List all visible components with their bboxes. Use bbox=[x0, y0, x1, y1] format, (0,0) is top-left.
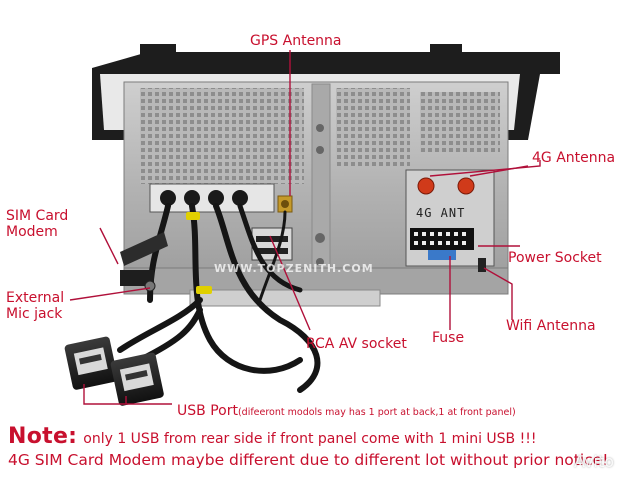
leader-usb-a bbox=[83, 384, 172, 405]
gps-connector bbox=[277, 195, 293, 213]
fuse-label: Fuse bbox=[432, 330, 465, 346]
usb-port-label: USB Port(difeeront modols may has 1 port… bbox=[177, 400, 516, 419]
leader-sim bbox=[99, 227, 119, 265]
gps-antenna-label: GPS Antenna bbox=[250, 33, 342, 49]
avito-watermark: Avito bbox=[574, 452, 614, 471]
wifi-antenna-label: Wifi Antenna bbox=[506, 318, 596, 334]
leader-wifi bbox=[483, 267, 513, 320]
leader-rca bbox=[269, 235, 311, 331]
usb-port-note: (difeeront modols may has 1 port at back… bbox=[237, 407, 516, 418]
sim-card-modem-label: SIM Card Modem bbox=[6, 208, 69, 240]
power-socket-label: Power Socket bbox=[508, 250, 602, 266]
usb-ports bbox=[64, 336, 164, 406]
usb-port-title: USB Port bbox=[177, 403, 238, 419]
brand-watermark: WWW.TOPZENITH.COM bbox=[214, 262, 374, 275]
leader-lines bbox=[69, 50, 541, 405]
external-mic-jack-label: External Mic jack bbox=[6, 290, 65, 322]
4g-antenna-label: 4G Antenna bbox=[532, 150, 616, 166]
note-line-1: only 1 USB from rear side if front panel… bbox=[83, 431, 537, 447]
cable-ties bbox=[186, 212, 212, 294]
rca-av-socket-label: RCA AV socket bbox=[306, 336, 407, 352]
leader-4g bbox=[429, 160, 541, 177]
rear-connector-block bbox=[149, 183, 293, 261]
4g-ant-box-text: 4G ANT bbox=[416, 206, 466, 220]
note-heading: Note: bbox=[8, 424, 78, 449]
note-line-2: 4G SIM Card Modem maybe different due to… bbox=[8, 451, 609, 469]
note-block: Note: only 1 USB from rear side if front … bbox=[8, 424, 624, 469]
leader-mic bbox=[69, 287, 151, 301]
